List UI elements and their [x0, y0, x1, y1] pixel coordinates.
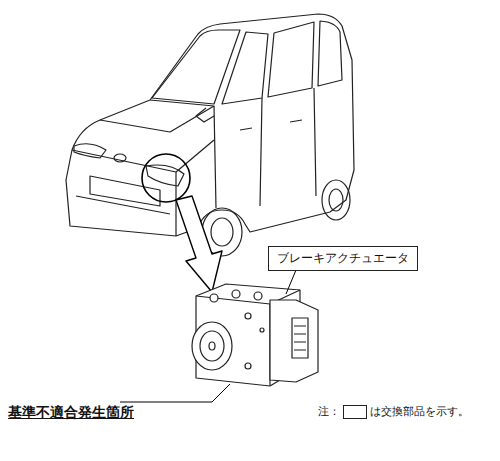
part-name-box: ブレーキアクチュエータ: [268, 246, 418, 271]
note-text: 注：: [318, 404, 340, 419]
part-name: ブレーキアクチュエータ: [277, 250, 409, 267]
nonconformity-label: 基準不適合発生箇所: [8, 404, 134, 422]
replacement-symbol: [343, 405, 367, 419]
brake-actuator: [192, 284, 318, 386]
note-text: は交換部品を示す。: [370, 404, 469, 419]
note: 注： は交換部品を示す。: [318, 404, 469, 419]
